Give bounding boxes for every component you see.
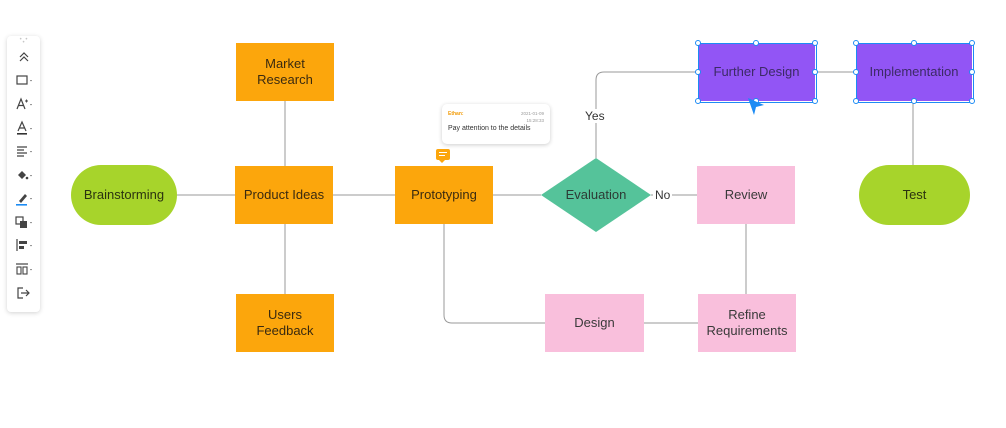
market-research-label: Market Research: [257, 56, 313, 87]
brainstorming-node[interactable]: Brainstorming: [71, 165, 177, 225]
resize-handle-w[interactable]: [695, 69, 701, 75]
prototyping-node[interactable]: Prototyping: [395, 166, 493, 224]
font-size-button[interactable]: [11, 94, 37, 114]
review-label: Review: [724, 187, 768, 202]
distribute-button[interactable]: [11, 259, 37, 279]
design-label: Design: [574, 315, 615, 330]
review-node[interactable]: Review: [697, 166, 795, 224]
test-node[interactable]: Test: [859, 165, 970, 225]
evaluation-node[interactable]: Evaluation: [541, 158, 651, 232]
resize-handle-nw-2[interactable]: [853, 40, 859, 46]
users-feedback-node[interactable]: Users Feedback: [236, 294, 334, 352]
test-label: Test: [902, 187, 927, 202]
align-objects-button[interactable]: [11, 235, 37, 255]
product-ideas-node[interactable]: Product Ideas: [235, 166, 333, 224]
resize-handle-se[interactable]: [812, 98, 818, 104]
paint-bucket-icon: [18, 171, 32, 180]
fill-color-button[interactable]: [11, 165, 37, 185]
resize-handle-sw-2[interactable]: [853, 98, 859, 104]
brainstorming-label: Brainstorming: [83, 187, 165, 202]
exit-icon: [17, 287, 30, 299]
resize-handle-sw[interactable]: [695, 98, 701, 104]
further-design-label: Further Design: [713, 64, 800, 79]
text-align-icon: [17, 146, 32, 157]
layers-icon: [15, 216, 32, 228]
edge-label-yes: Yes: [583, 109, 607, 123]
text-align-button[interactable]: [11, 141, 37, 161]
implementation-label: Implementation: [869, 64, 959, 79]
comment-author: Ethan:: [448, 111, 464, 117]
market-research-node[interactable]: Market Research: [236, 43, 334, 101]
comment-card[interactable]: Ethan: 2021-01-09 15:28:33 Pay attention…: [442, 104, 550, 144]
pen-icon: [16, 194, 32, 206]
resize-handle-s-2[interactable]: [911, 98, 917, 104]
font-size-icon: [16, 97, 32, 110]
resize-handle-ne-2[interactable]: [969, 40, 975, 46]
format-toolbar: • • •: [7, 36, 40, 312]
refine-requirements-node[interactable]: Refine Requirements: [698, 294, 796, 352]
comment-timestamp: 2021-01-09 15:28:33: [521, 110, 544, 124]
cursor-pointer-icon: [748, 98, 764, 115]
font-color-icon: [17, 120, 32, 135]
resize-handle-w-2[interactable]: [853, 69, 859, 75]
comment-time: 15:28:33: [526, 118, 544, 123]
design-node[interactable]: Design: [545, 294, 644, 352]
implementation-node[interactable]: Implementation: [856, 43, 972, 101]
resize-handle-e[interactable]: [812, 69, 818, 75]
comment-text: Pay attention to the details: [448, 125, 531, 132]
toolbar-grip-icon[interactable]: • • •: [19, 37, 29, 46]
comment-icon[interactable]: [436, 149, 450, 163]
double-chevron-up-icon: [19, 52, 29, 62]
product-ideas-label: Product Ideas: [243, 187, 325, 202]
evaluation-label: Evaluation: [566, 187, 627, 202]
exit-button[interactable]: [11, 283, 37, 303]
arrange-button[interactable]: [11, 212, 37, 232]
resize-handle-se-2[interactable]: [969, 98, 975, 104]
collapse-toolbar-button[interactable]: [11, 46, 37, 66]
resize-handle-nw[interactable]: [695, 40, 701, 46]
prototyping-label: Prototyping: [411, 187, 477, 202]
connector-evaluation-further-design[interactable]: [595, 71, 697, 158]
comment-date: 2021-01-09: [520, 111, 544, 116]
line-color-button[interactable]: [11, 188, 37, 208]
rectangle-icon: [16, 75, 32, 85]
align-left-icon: [16, 239, 32, 251]
resize-handle-ne[interactable]: [812, 40, 818, 46]
resize-handle-n-2[interactable]: [911, 40, 917, 46]
connector-design-prototyping[interactable]: [443, 224, 545, 324]
resize-handle-n[interactable]: [753, 40, 759, 46]
further-design-node[interactable]: Further Design: [698, 43, 815, 101]
resize-handle-e-2[interactable]: [969, 69, 975, 75]
distribute-icon: [16, 263, 32, 275]
edge-label-no: No: [653, 188, 673, 202]
users-feedback-label: Users Feedback: [256, 307, 314, 338]
refine-requirements-label: Refine Requirements: [706, 307, 788, 338]
shape-tool-button[interactable]: [11, 70, 37, 90]
font-color-button[interactable]: [11, 118, 37, 138]
